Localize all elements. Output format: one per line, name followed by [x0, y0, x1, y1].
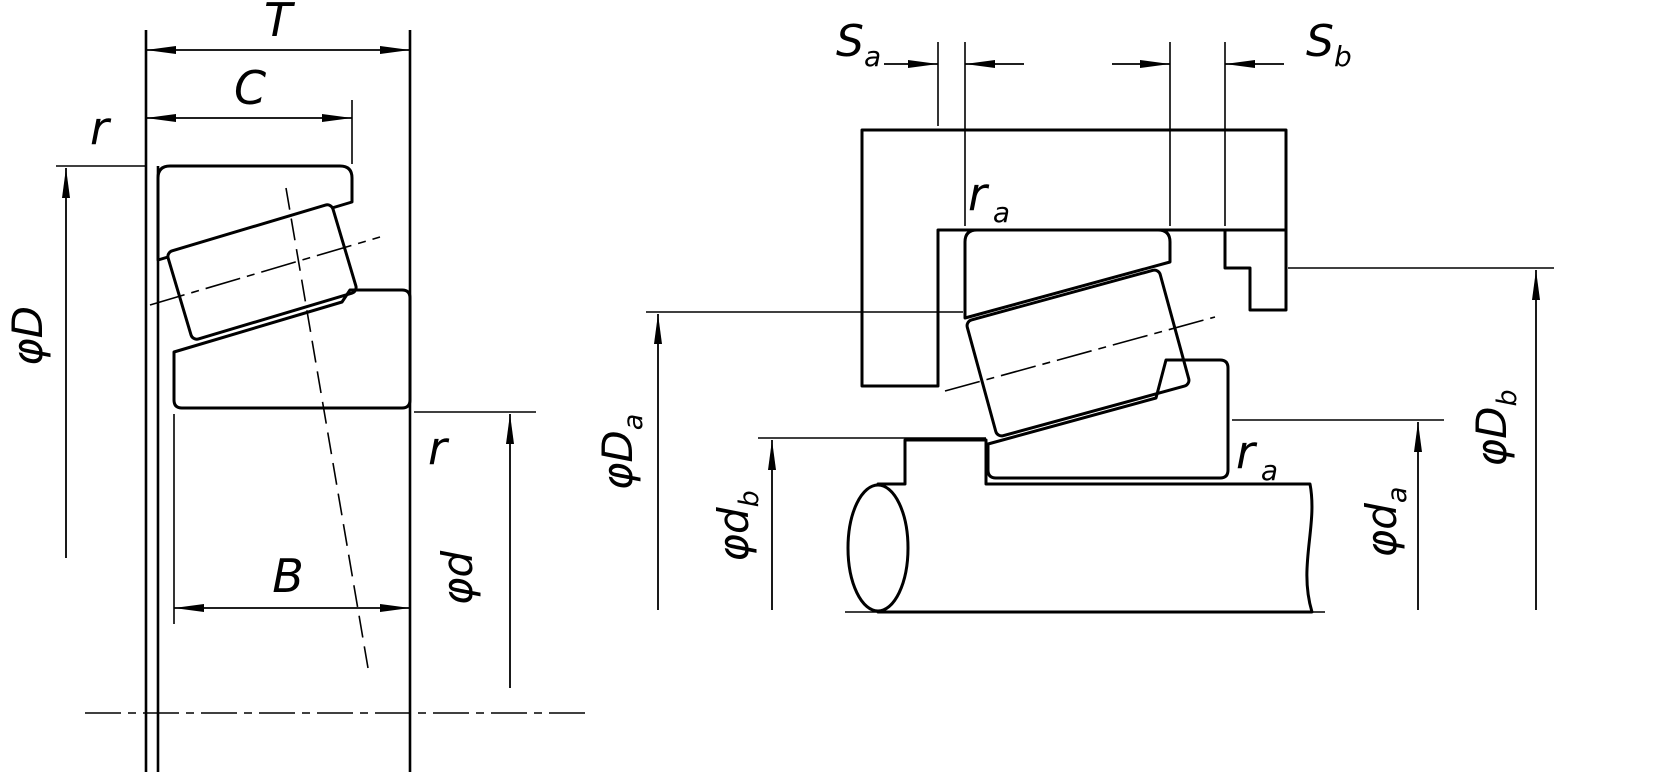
roller-centerline: [149, 236, 381, 306]
label-B: B: [272, 549, 304, 603]
housing: [860, 128, 1288, 388]
label-phiDa: φDa: [593, 414, 649, 491]
cup-outer-ring: [963, 228, 1172, 320]
end-cap: [1223, 228, 1288, 312]
label-Sb: Sb: [1306, 16, 1352, 73]
roller-centerline: [944, 316, 1216, 392]
cone-inner-ring: [986, 358, 1230, 480]
dim-phid: φd: [414, 411, 536, 688]
dim-phiDb: φDb: [1288, 267, 1554, 610]
label-Sa: Sa: [836, 16, 881, 73]
dim-phidb: φdb: [709, 437, 986, 610]
label-r-bottom: r: [428, 421, 450, 475]
label-phid: φd: [433, 550, 482, 605]
dim-T: T: [146, 0, 410, 54]
dim-phida: φda: [1232, 419, 1444, 610]
contact-angle-line: [285, 187, 369, 669]
shaft-end-ellipse: [846, 483, 910, 613]
dim-C: C: [146, 61, 353, 164]
shaft: [876, 438, 1314, 614]
label-phida: φda: [1357, 487, 1413, 558]
label-r-top: r: [90, 101, 112, 155]
label-phiD: φD: [3, 306, 52, 366]
dim-Sb: Sb: [1112, 16, 1352, 226]
dim-Sa: Sa: [836, 16, 1024, 226]
label-phiDb: φDb: [1467, 389, 1523, 466]
left-section-view: T C r φD B r φd: [3, 0, 590, 772]
dim-phiD: φD: [3, 165, 146, 558]
label-C: C: [234, 61, 266, 115]
cone-inner-ring: [172, 288, 412, 410]
dim-B: B: [173, 414, 410, 624]
cup-outer-ring: [156, 164, 354, 262]
label-T: T: [264, 0, 296, 47]
tapered-roller: [965, 268, 1191, 438]
dim-phiDa: φDa: [593, 311, 963, 610]
label-phidb: φdb: [709, 490, 765, 562]
